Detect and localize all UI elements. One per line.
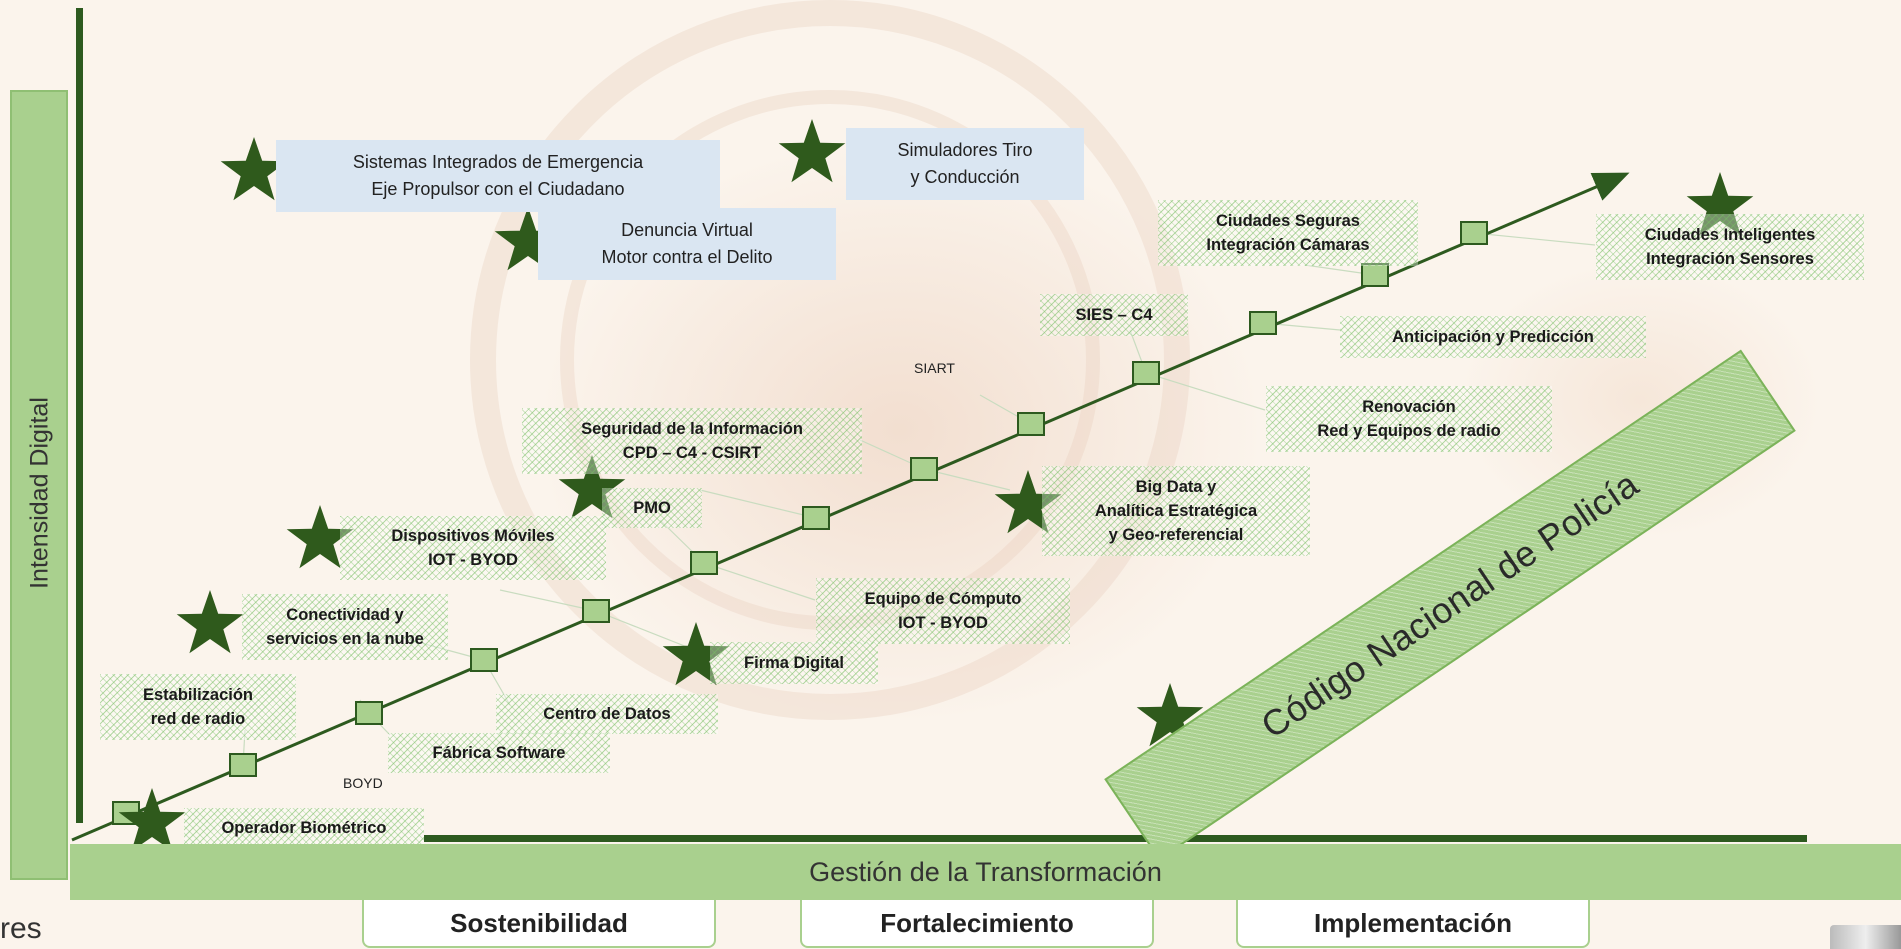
milestone-node-2 — [229, 753, 257, 777]
star-marker-5 — [558, 455, 626, 519]
label-siart: SIART — [914, 360, 955, 376]
vertical-axis-line — [76, 8, 83, 823]
milestone-node-13 — [1460, 221, 1488, 245]
label-boyd: BOYD — [343, 775, 383, 791]
milestone-node-6 — [690, 551, 718, 575]
cut-off-text: res — [0, 912, 42, 945]
star-marker-8 — [176, 590, 244, 654]
trend-arrow — [71, 172, 1630, 842]
initiative-box-emergency: Sistemas Integrados de Emergencia Eje Pr… — [276, 140, 720, 212]
label-pmo: PMO — [602, 488, 702, 528]
milestone-node-7 — [802, 506, 830, 530]
horizontal-axis-label: Gestión de la Transformación — [809, 856, 1162, 887]
star-marker-7 — [286, 505, 354, 569]
star-marker-10 — [1136, 683, 1204, 747]
milestone-node-9 — [1017, 412, 1045, 436]
milestone-node-8 — [910, 457, 938, 481]
milestone-node-10 — [1132, 361, 1160, 385]
milestone-node-12 — [1361, 263, 1389, 287]
label-radio-renewal: Renovación Red y Equipos de radio — [1266, 386, 1552, 452]
star-markers — [118, 119, 1754, 852]
milestone-node-4 — [470, 648, 498, 672]
corner-graphic — [1830, 925, 1901, 949]
star-marker-3 — [494, 207, 562, 271]
star-marker-2 — [778, 119, 846, 183]
label-cloud-connectivity: Conectividad y servicios en la nube — [242, 594, 448, 660]
stage-implementacion: Implementación — [1236, 900, 1590, 948]
label-safe-cities: Ciudades Seguras Integración Cámaras — [1158, 200, 1418, 266]
milestone-node-3 — [355, 701, 383, 725]
star-marker-1 — [220, 137, 288, 201]
label-software-factory: Fábrica Software — [388, 733, 610, 773]
label-mobile-devices: Dispositivos Móviles IOT - BYOD — [340, 516, 606, 580]
vertical-axis-bar — [10, 90, 68, 880]
label-computing-equipment: Equipo de Cómputo IOT - BYOD — [816, 578, 1070, 644]
label-anticipation: Anticipación y Predicción — [1340, 316, 1646, 358]
star-marker-9 — [662, 622, 730, 686]
star-marker-11 — [118, 788, 186, 852]
label-info-security: Seguridad de la Información CPD – C4 - C… — [522, 408, 862, 474]
star-marker-4 — [1686, 172, 1754, 236]
stage-fortalecimiento: Fortalecimiento — [800, 900, 1154, 948]
label-big-data: Big Data y Analítica Estratégica y Geo-r… — [1042, 466, 1310, 556]
label-digital-signature: Firma Digital — [710, 642, 878, 684]
milestone-node-5 — [582, 599, 610, 623]
initiative-box-virtual-complaint: Denuncia Virtual Motor contra el Delito — [538, 208, 836, 280]
milestone-node-11 — [1249, 311, 1277, 335]
label-sies-c4: SIES – C4 — [1040, 294, 1188, 336]
stage-sostenibilidad: Sostenibilidad — [362, 900, 716, 948]
label-radio-stabilization: Estabilización red de radio — [100, 674, 296, 740]
label-biometric-operator: Operador Biométrico — [184, 808, 424, 848]
label-data-center: Centro de Datos — [496, 694, 718, 734]
label-smart-cities: Ciudades Inteligentes Integración Sensor… — [1596, 214, 1864, 280]
horizontal-axis-line — [424, 835, 1807, 842]
horizontal-axis-bar: Gestión de la Transformación — [70, 844, 1901, 900]
star-marker-6 — [994, 470, 1062, 534]
initiative-box-simulators: Simuladores Tiro y Conducción — [846, 128, 1084, 200]
